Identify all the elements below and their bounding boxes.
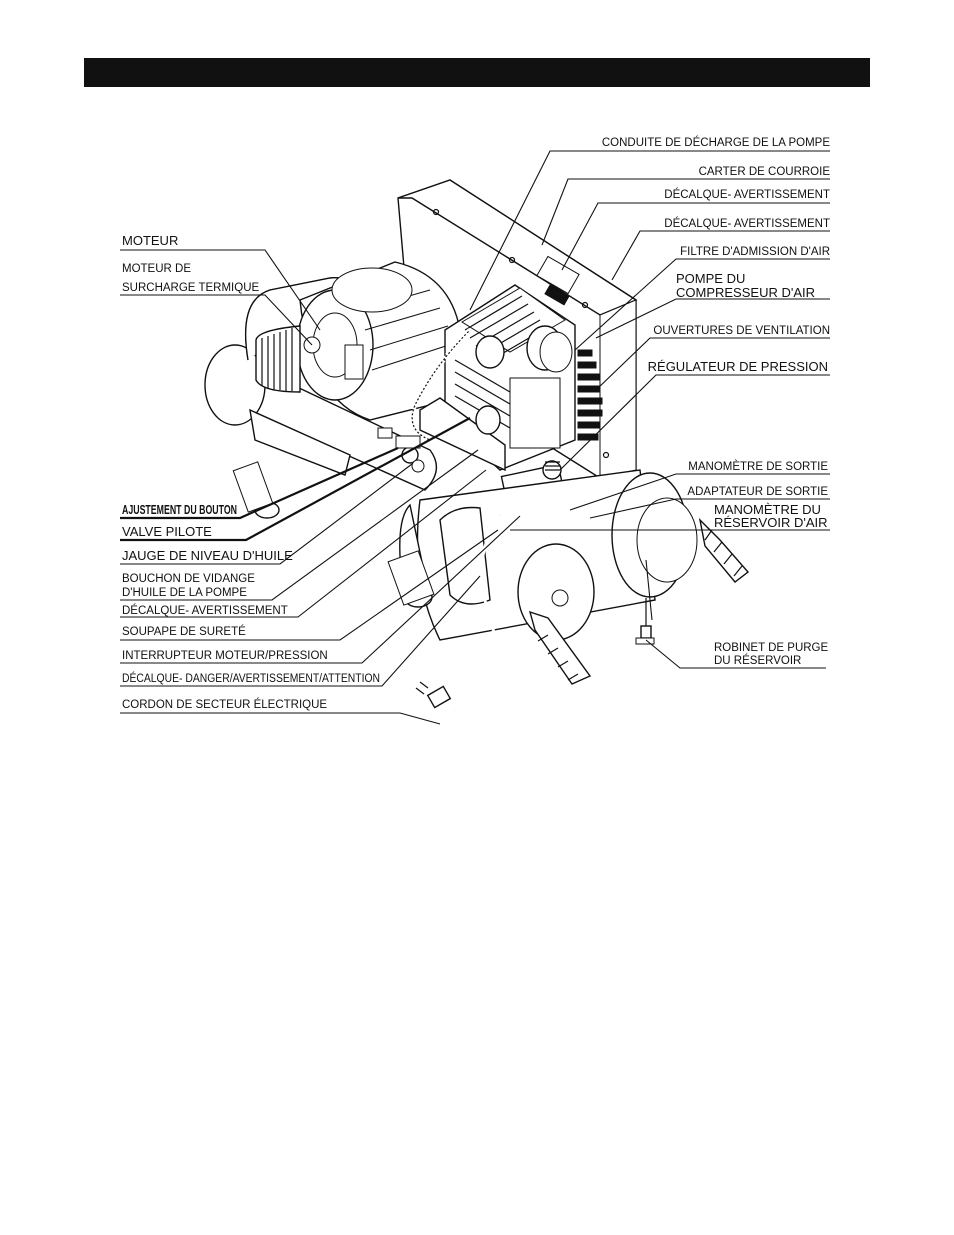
label-thermal-overload-1: MOTEUR DE: [122, 263, 191, 275]
label-oil-drain-plug-2: D'HUILE DE LA POMPE: [122, 587, 247, 599]
drain-valve: [635, 598, 655, 645]
compressor-illustration: [204, 179, 750, 832]
labels-right: CONDUITE DE DÉCHARGE DE LA POMPE CARTER …: [602, 136, 830, 667]
label-outlet-adapter: ADAPTATEUR DE SORTIE: [687, 486, 828, 498]
label-pilot-valve: VALVE PILOTE: [122, 524, 212, 539]
label-belt-guard: CARTER DE COURROIE: [699, 166, 831, 178]
label-thermal-overload-2: SURCHARGE TERMIQUE: [122, 282, 259, 294]
label-oil-drain-plug-1: BOUCHON DE VIDANGE: [122, 573, 255, 585]
label-knob-adjust: AJUSTEMENT DU BOUTON: [122, 502, 237, 517]
label-pressure-regulator: RÉGULATEUR DE PRESSION: [648, 359, 828, 374]
label-tank-gauge-2: RÉSERVOIR D'AIR: [714, 515, 828, 530]
leader-lines-left: [120, 249, 521, 725]
air-intake-filter: [475, 325, 573, 435]
handle-grips: [528, 517, 750, 685]
label-air-intake-filter: FILTRE D'ADMISSION D'AIR: [680, 246, 830, 258]
labels-left: MOTEUR MOTEUR DE SURCHARGE TERMIQUE AJUS…: [122, 233, 380, 711]
feet: [232, 461, 435, 608]
label-power-cord: CORDON DE SECTEUR ÉLECTRIQUE: [122, 698, 327, 711]
label-oil-level-gauge: JAUGE DE NIVEAU D'HUILE: [122, 548, 293, 563]
label-tank-gauge-1: MANOMÈTRE DU: [714, 502, 821, 517]
label-safety-valve: SOUPAPE DE SURETÉ: [122, 625, 246, 638]
label-ventilation: OUVERTURES DE VENTILATION: [653, 325, 830, 337]
discharge-tube: [409, 328, 472, 443]
label-pressure-switch: INTERRUPTEUR MOTEUR/PRESSION: [122, 650, 328, 662]
label-outlet-gauge: MANOMÈTRE DE SORTIE: [688, 460, 828, 473]
label-motor: MOTEUR: [122, 233, 178, 248]
fan-guard: [255, 325, 301, 393]
label-warning-decal-3: DÉCALQUE- AVERTISSEMENT: [122, 604, 288, 617]
label-danger-decal: DÉCALQUE- DANGER/AVERTISSEMENT/ATTENTION: [122, 672, 380, 685]
label-warning-decal-2: DÉCALQUE- AVERTISSEMENT: [664, 217, 830, 230]
label-drain-valve-1: ROBINET DE PURGE: [714, 642, 828, 654]
leader-lines-right: [469, 150, 830, 669]
label-warning-decal-1: DÉCALQUE- AVERTISSEMENT: [664, 188, 830, 201]
power-cord: [359, 514, 539, 832]
section-header-bar: [84, 58, 870, 87]
rear-tank: [204, 344, 438, 491]
ventilation-slots: [577, 349, 603, 441]
label-compressor-pump-1: POMPE DU: [676, 271, 745, 286]
label-discharge-tube: CONDUITE DE DÉCHARGE DE LA POMPE: [602, 136, 830, 149]
front-tank: [399, 469, 698, 641]
label-compressor-pump-2: COMPRESSEUR D'AIR: [676, 285, 815, 300]
label-drain-valve-2: DU RÉSERVOIR: [714, 654, 801, 667]
